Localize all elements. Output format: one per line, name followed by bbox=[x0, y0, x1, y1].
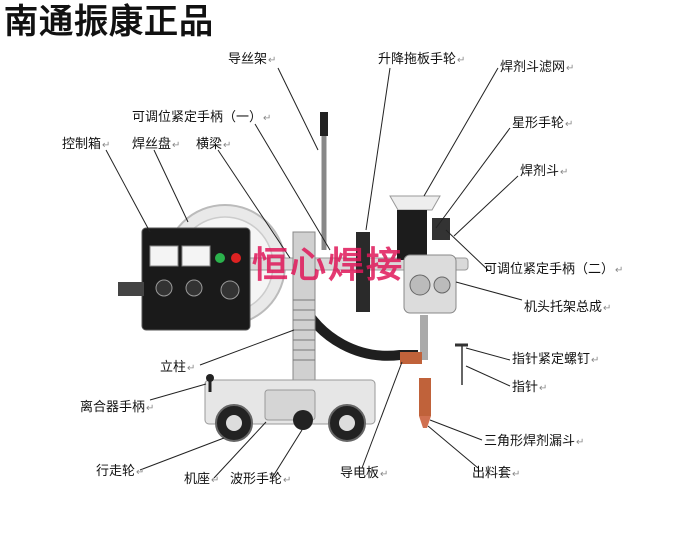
leader-lines bbox=[105, 67, 523, 479]
label-lift-handwheel: 升降拖板手轮↵ bbox=[378, 52, 466, 67]
label-control-box: 控制箱↵ bbox=[62, 137, 111, 152]
label-travel-wheel: 行走轮↵ bbox=[96, 464, 145, 479]
watermark-text: 恒心焊接 bbox=[252, 245, 405, 286]
torch-graphic bbox=[400, 315, 431, 428]
label-wire-rack: 导丝架↵ bbox=[228, 52, 277, 67]
label-wire-reel: 焊丝盘↵ bbox=[132, 137, 181, 152]
label-outlet-sleeve: 出料套↵ bbox=[472, 466, 521, 481]
label-clamp-handle-2: 可调位紧定手柄（二）↵ bbox=[484, 262, 624, 277]
label-triangle-funnel: 三角形焊剂漏斗↵ bbox=[484, 434, 585, 449]
label-clamp-handle-1: 可调位紧定手柄（一）↵ bbox=[132, 110, 272, 125]
label-flux-filter: 焊剂斗滤网↵ bbox=[500, 60, 575, 75]
label-clutch-handle: 离合器手柄↵ bbox=[80, 400, 155, 415]
base-graphic bbox=[204, 374, 376, 442]
label-pointer: 指针↵ bbox=[512, 380, 548, 395]
welding-head-graphic bbox=[389, 195, 457, 314]
control-box-graphic bbox=[118, 227, 251, 331]
label-wave-handwheel: 波形手轮↵ bbox=[230, 472, 292, 487]
label-conductive-plate: 导电板↵ bbox=[340, 466, 389, 481]
label-head-bracket: 机头托架总成↵ bbox=[524, 300, 612, 315]
label-column: 立柱↵ bbox=[160, 360, 196, 375]
label-base: 机座↵ bbox=[184, 472, 220, 487]
lift-handwheel-graphic bbox=[356, 232, 370, 312]
label-pointer-screw: 指针紧定螺钉↵ bbox=[512, 352, 600, 367]
page-title: 南通振康正品 bbox=[4, 2, 214, 42]
label-flux-hopper: 焊剂斗↵ bbox=[520, 164, 569, 179]
wire-rack-handle bbox=[320, 112, 328, 136]
label-star-handwheel: 星形手轮↵ bbox=[512, 116, 574, 131]
label-crossbeam: 横梁↵ bbox=[196, 137, 232, 152]
